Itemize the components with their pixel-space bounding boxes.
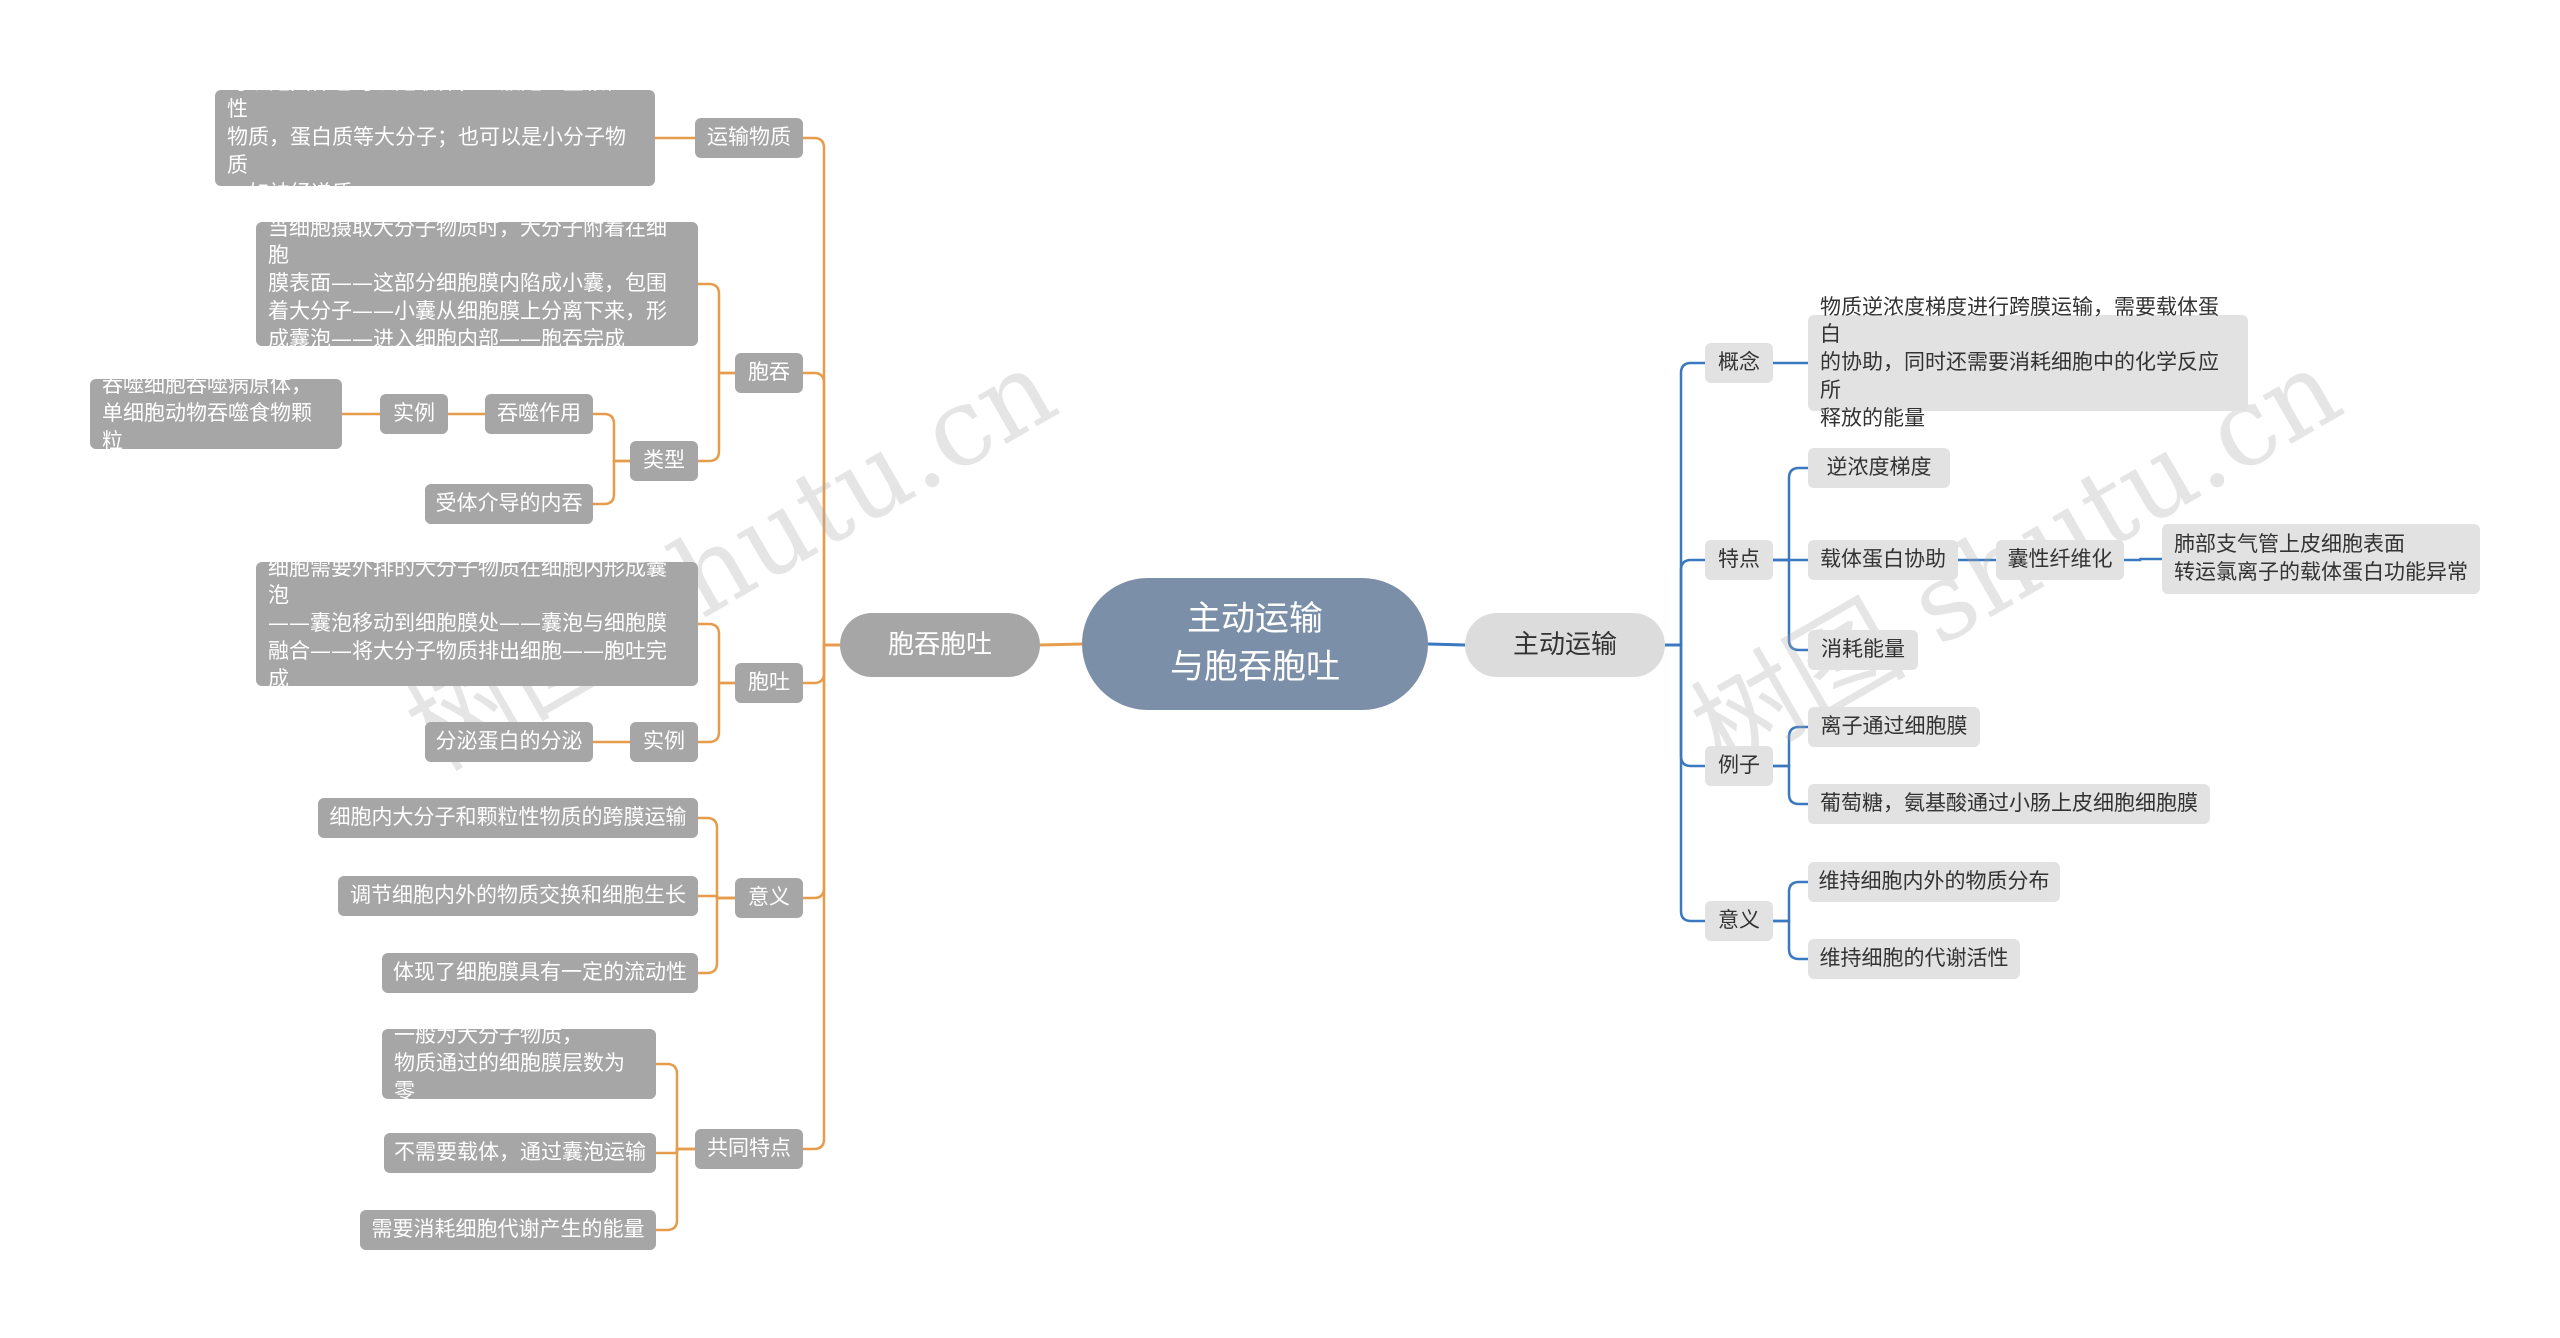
topic-phagocytosis[interactable]: 吞噬作用 [485, 394, 593, 434]
connector [698, 896, 735, 975]
topic-transport-substance[interactable]: 运输物质 [695, 118, 803, 158]
connector [2124, 557, 2162, 562]
connector [1773, 466, 1808, 562]
significance-item[interactable]: 维持细胞的代谢活性 [1808, 939, 2020, 979]
common-feature-item[interactable]: 需要消耗细胞代谢产生的能量 [360, 1210, 656, 1250]
cystic-fibrosis-detail[interactable]: 肺部支气管上皮细胞表面 转运氯离子的载体蛋白功能异常 [2162, 524, 2480, 594]
example-item[interactable]: 离子通过细胞膜 [1808, 707, 1980, 747]
concept-detail[interactable]: 物质逆浓度梯度进行跨膜运输，需要载体蛋白 的协助，同时还需要消耗细胞中的化学反应… [1808, 295, 2248, 430]
topic-types[interactable]: 类型 [630, 441, 698, 481]
connector [698, 371, 735, 463]
connector [1773, 725, 1808, 768]
transport-detail[interactable]: 可以是固体也可以是液体，一般是一些颗粒性 物质，蛋白质等大分子；也可以是小分子物… [215, 70, 655, 205]
topic-receptor-mediated-endocytosis[interactable]: 受体介导的内吞 [425, 484, 593, 524]
topic-example-phagocytosis[interactable]: 实例 [380, 394, 448, 434]
connector [1039, 642, 1083, 647]
significance-item[interactable]: 维持细胞内外的物质分布 [1808, 862, 2060, 902]
exocytosis-process[interactable]: 细胞需要外排的大分子物质在细胞内形成囊泡 ——囊泡移动到细胞膜处——囊泡与细胞膜… [256, 556, 698, 691]
connector [1773, 919, 1808, 961]
root-topic[interactable]: 主动运输 与胞吞胞吐 [1082, 578, 1428, 710]
phagocytosis-example-detail[interactable]: 吞噬细胞吞噬病原体， 单细胞动物吞噬食物颗粒 [90, 373, 342, 453]
main-topic-active-transport[interactable]: 主动运输 [1465, 613, 1665, 677]
connector [1665, 361, 1705, 647]
connector [1427, 642, 1466, 647]
endocytosis-process[interactable]: 当细胞摄取大分子物质时，大分子附着在细胞 膜表面——这部分细胞膜内陷成小囊，包围… [256, 216, 698, 351]
connector [656, 1147, 695, 1232]
topic-significance-right[interactable]: 意义 [1705, 901, 1773, 941]
topic-examples[interactable]: 例子 [1705, 746, 1773, 786]
topic-example-exocytosis[interactable]: 实例 [630, 722, 698, 762]
feature-against-gradient[interactable]: 逆浓度梯度 [1808, 448, 1950, 488]
topic-cystic-fibrosis[interactable]: 囊性纤维化 [1996, 540, 2124, 580]
connector [1665, 643, 1705, 923]
main-topic-endo-exocytosis[interactable]: 胞吞胞吐 [840, 613, 1040, 677]
connector [1665, 558, 1705, 647]
connector [803, 371, 840, 647]
connector [1665, 643, 1705, 768]
significance-item[interactable]: 细胞内大分子和颗粒性物质的跨膜运输 [318, 798, 698, 838]
connector [593, 459, 630, 506]
connector [698, 622, 735, 685]
topic-concept[interactable]: 概念 [1705, 343, 1773, 383]
topic-significance-left[interactable]: 意义 [735, 878, 803, 918]
connector [1773, 764, 1808, 806]
example-item[interactable]: 葡萄糖，氨基酸通过小肠上皮细胞细胞膜 [1808, 784, 2210, 824]
connector [803, 643, 840, 1151]
feature-carrier-protein[interactable]: 载体蛋白协助 [1808, 540, 1958, 580]
significance-item[interactable]: 调节细胞内外的物质交换和细胞生长 [338, 876, 698, 916]
exocytosis-example-detail[interactable]: 分泌蛋白的分泌 [425, 722, 593, 762]
connector [1773, 558, 1808, 652]
connector [803, 136, 840, 647]
topic-features[interactable]: 特点 [1705, 540, 1773, 580]
connector [698, 816, 735, 900]
connector [593, 412, 630, 463]
connector [656, 1062, 695, 1151]
feature-energy-consumption[interactable]: 消耗能量 [1808, 630, 1918, 670]
significance-item[interactable]: 体现了细胞膜具有一定的流动性 [382, 953, 698, 993]
topic-endocytosis[interactable]: 胞吞 [735, 353, 803, 393]
common-feature-item[interactable]: 一般为大分子物质， 物质通过的细胞膜层数为零 [382, 1023, 656, 1103]
connector [698, 282, 735, 375]
common-feature-item[interactable]: 不需要载体，通过囊泡运输 [384, 1133, 656, 1173]
connector [803, 643, 840, 685]
connector [698, 681, 735, 744]
topic-common-features[interactable]: 共同特点 [695, 1129, 803, 1169]
connector [1773, 880, 1808, 923]
topic-exocytosis[interactable]: 胞吐 [735, 663, 803, 703]
